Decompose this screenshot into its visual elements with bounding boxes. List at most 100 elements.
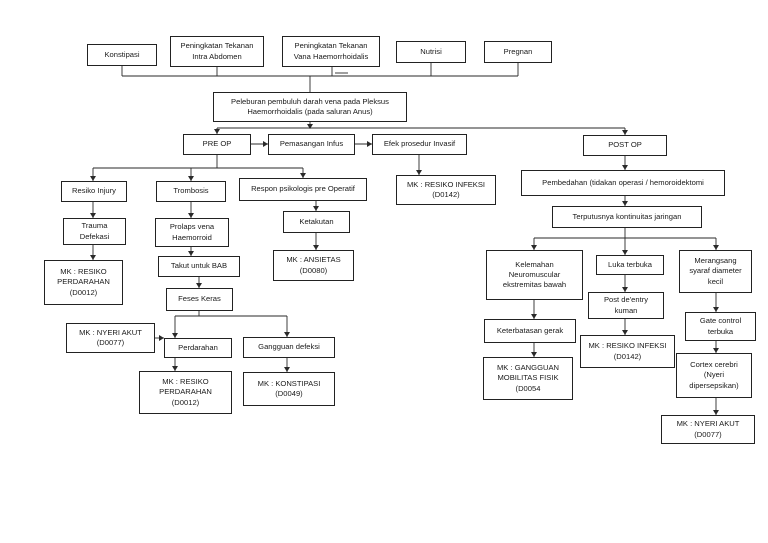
- arrowhead-icon: [188, 176, 194, 181]
- node-resiko-injury: Resiko Injury: [61, 181, 127, 202]
- arrowhead-icon: [284, 367, 290, 372]
- arrowhead-icon: [90, 255, 96, 260]
- node-terputusnya: Terputusnya kontinuitas jaringan: [552, 206, 702, 228]
- node-mk-nyeri-1: MK : NYERI AKUT (D0077): [66, 323, 155, 353]
- node-label: Trauma Defekasi: [79, 221, 110, 241]
- node-label: Cortex cerebri (Nyeri dipersepsikan): [689, 360, 739, 390]
- node-pregnan: Pregnan: [484, 41, 552, 63]
- arrowhead-icon: [622, 165, 628, 170]
- node-label: Prolaps vena Haemorroid: [169, 222, 215, 242]
- node-label: Feses Keras: [178, 294, 221, 304]
- node-konstipasi: Konstipasi: [87, 44, 157, 66]
- node-label: MK : GANGGUAN MOBILITAS FISIK (D0054: [496, 363, 560, 393]
- node-mk-nyeri-2: MK : NYERI AKUT (D0077): [661, 415, 755, 444]
- node-takut-bab: Takut untuk BAB: [158, 256, 240, 277]
- arrowhead-icon: [159, 335, 164, 341]
- node-label: Luka terbuka: [608, 259, 652, 269]
- arrowhead-icon: [214, 129, 220, 134]
- node-keterbatasan: Keterbatasan gerak: [484, 319, 576, 343]
- arrowhead-icon: [622, 201, 628, 206]
- arrowhead-icon: [196, 283, 202, 288]
- node-label: Kelemahan Neuromuscular ekstremitas bawa…: [502, 259, 567, 290]
- node-label: MK : NYERI AKUT (D0077): [79, 327, 142, 347]
- arrowhead-icon: [367, 141, 372, 147]
- arrowhead-icon: [531, 352, 537, 357]
- node-label: Respon psikologis pre Operatif: [251, 184, 355, 194]
- node-trauma-defekasi: Trauma Defekasi: [63, 218, 126, 245]
- arrowhead-icon: [307, 124, 313, 129]
- arrowhead-icon: [713, 245, 719, 250]
- arrowhead-icon: [313, 245, 319, 250]
- node-label: MK : ANSIETAS (D0080): [286, 255, 341, 275]
- arrowhead-icon: [531, 245, 537, 250]
- node-label: Terputusnya kontinuitas jaringan: [572, 211, 682, 221]
- node-mk-perdarahan-2: MK : RESIKO PERDARAHAN (D0012): [139, 371, 232, 414]
- node-prolaps: Prolaps vena Haemorroid: [155, 218, 229, 247]
- node-label: Gangguan defeksi: [258, 342, 320, 352]
- arrowhead-icon: [300, 173, 306, 178]
- arrowhead-icon: [622, 330, 628, 335]
- arrowhead-icon: [90, 213, 96, 218]
- node-label: Gate control terbuka: [699, 316, 742, 336]
- node-merangsang: Merangsang syaraf diameter kecil: [679, 250, 752, 293]
- node-peleburan: Peleburan pembuluh darah vena pada Pleks…: [213, 92, 407, 122]
- node-peningkatan-vena: Peningkatan Tekanan Vana Haemorrhoidalis: [282, 36, 380, 67]
- node-post-entry: Post de'entry kuman: [588, 292, 664, 319]
- node-label: Keterbatasan gerak: [496, 325, 564, 335]
- node-trombosis: Trombosis: [156, 181, 226, 202]
- arrowhead-icon: [172, 366, 178, 371]
- node-mk-ansietas: MK : ANSIETAS (D0080): [273, 250, 354, 281]
- node-ketakutan: Ketakutan: [283, 211, 350, 233]
- arrowhead-icon: [713, 348, 719, 353]
- node-mk-perdarahan-1: MK : RESIKO PERDARAHAN (D0012): [44, 260, 123, 305]
- node-label: Pregnan: [503, 46, 533, 56]
- node-label: Perdarahan: [178, 342, 218, 352]
- arrowhead-icon: [622, 130, 628, 135]
- arrowhead-icon: [263, 141, 268, 147]
- node-efek-prosedur: Efek prosedur Invasif: [372, 134, 467, 155]
- node-respon-psikologis: Respon psikologis pre Operatif: [239, 178, 367, 201]
- node-label: Post de'entry kuman: [603, 295, 649, 315]
- node-mk-infeksi-2: MK : RESIKO INFEKSI (D0142): [580, 335, 675, 368]
- node-label: Trombosis: [173, 186, 209, 196]
- node-feses-keras: Feses Keras: [166, 288, 233, 311]
- node-label: Pemasangan Infus: [279, 139, 344, 149]
- node-label: Merangsang syaraf diameter kecil: [689, 256, 742, 286]
- node-peningkatan-abdomen: Peningkatan Tekanan Intra Abdomen: [170, 36, 264, 67]
- node-label: Efek prosedur Invasif: [383, 139, 456, 149]
- node-label: MK : NYERI AKUT (D0077): [676, 419, 740, 439]
- node-label: Nutrisi: [420, 46, 442, 56]
- arrowhead-icon: [531, 314, 537, 319]
- node-label: Takut untuk BAB: [170, 261, 228, 271]
- arrowhead-icon: [188, 251, 194, 256]
- arrowhead-icon: [172, 333, 178, 338]
- arrowhead-icon: [622, 287, 628, 292]
- node-label: Resiko Injury: [72, 186, 116, 196]
- node-post-op: POST OP: [583, 135, 667, 156]
- node-label: POST OP: [608, 140, 642, 150]
- node-label: Pembedahan (tidakan operasi / hemoroidek…: [542, 177, 704, 187]
- arrowhead-icon: [713, 410, 719, 415]
- node-pemasangan-infus: Pemasangan Infus: [268, 134, 355, 155]
- node-label: MK : RESIKO INFEKSI (D0142): [588, 341, 667, 361]
- node-gate-control: Gate control terbuka: [685, 312, 756, 341]
- node-label: Peleburan pembuluh darah vena pada Pleks…: [231, 96, 389, 116]
- node-label: PRE OP: [202, 139, 232, 149]
- arrowhead-icon: [188, 213, 194, 218]
- node-label: Peningkatan Tekanan Vana Haemorrhoidalis: [293, 41, 369, 61]
- node-luka-terbuka: Luka terbuka: [596, 255, 664, 275]
- node-mk-infeksi-1: MK : RESIKO INFEKSI (D0142): [396, 175, 496, 205]
- arrowhead-icon: [313, 206, 319, 211]
- node-gangguan-defeksi: Gangguan defeksi: [243, 337, 335, 358]
- arrowhead-icon: [284, 332, 290, 337]
- arrowhead-icon: [622, 250, 628, 255]
- node-pre-op: PRE OP: [183, 134, 251, 155]
- node-mk-mobilitas: MK : GANGGUAN MOBILITAS FISIK (D0054: [483, 357, 573, 400]
- node-mk-konstipasi: MK : KONSTIPASI (D0049): [243, 372, 335, 406]
- arrowhead-icon: [713, 307, 719, 312]
- arrowhead-icon: [416, 170, 422, 175]
- arrowhead-icon: [90, 176, 96, 181]
- node-label: MK : RESIKO PERDARAHAN (D0012): [57, 267, 110, 297]
